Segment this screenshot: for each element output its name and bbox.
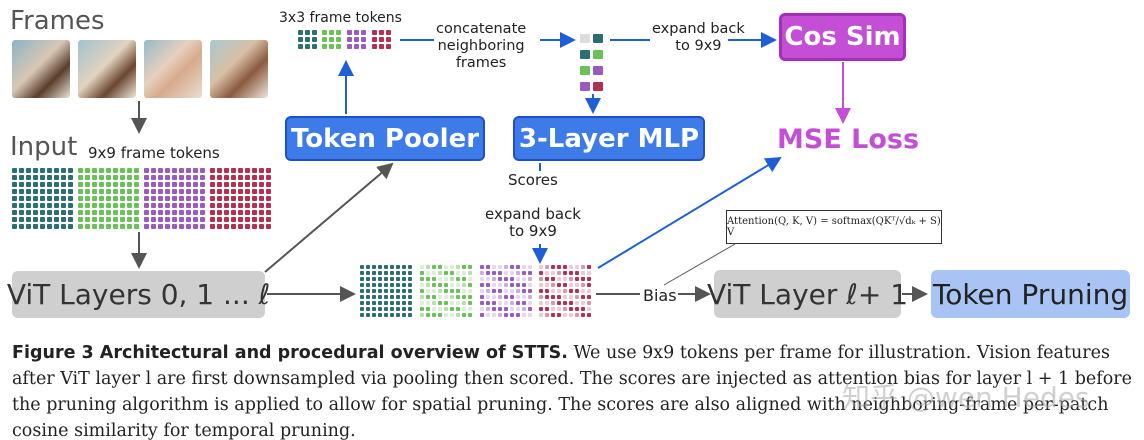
expand-back-top-label: expand back to 9x9	[652, 21, 745, 54]
cos-sim-box: Cos Sim	[779, 13, 906, 61]
frame-thumbnail-2	[78, 40, 136, 98]
arrow-layer	[131, 32, 928, 302]
token-pooler-box: Token Pooler	[285, 116, 485, 161]
pooled-token-grid-purple	[347, 30, 366, 49]
bias-label: Bias	[643, 286, 677, 305]
pooled-token-grid-green	[322, 30, 341, 49]
formula-pointer	[663, 243, 736, 286]
frame-thumbnail-3	[144, 40, 202, 98]
mlp-box: 3-Layer MLP	[513, 116, 705, 161]
pooled-tokens-label: 3x3 frame tokens	[279, 10, 402, 26]
scored-token-grid-purple	[480, 265, 532, 317]
input-token-grid-teal	[12, 168, 73, 229]
scores-label: Scores	[508, 171, 558, 189]
mse-loss-label: MSE Loss	[777, 124, 920, 155]
frames-label: Frames	[10, 6, 105, 36]
arrow-scored-to-mse	[597, 156, 782, 269]
pooled-token-grid-crimson	[372, 30, 391, 49]
frame-thumbnail-4	[210, 40, 268, 98]
scored-token-grid-crimson	[539, 265, 591, 317]
vit-layers-box: ViT Layers 0, 1 ... ℓ	[7, 271, 270, 318]
scored-token-grid-teal	[360, 265, 412, 317]
token-pruning-box: Token Pruning	[931, 270, 1130, 318]
input-token-grid-green	[78, 168, 139, 229]
watermark: 知乎 @wen Hedes	[842, 381, 1090, 414]
input-tokens-label: 9x9 frame tokens	[88, 144, 220, 162]
arrow-vit-to-pooler	[264, 162, 394, 273]
input-label: Input	[10, 132, 78, 162]
frame-thumbnail-1	[12, 40, 70, 98]
concatenate-label: concatenate neighboring frames	[436, 21, 527, 71]
caption-title: Figure 3 Architectural and procedural ov…	[12, 343, 568, 363]
caption-body: We use 9x9 tokens per frame for illustra…	[12, 343, 1132, 440]
vit-layer-next-box: ViT Layer ℓ+ 1	[707, 270, 908, 318]
pooled-token-grid-teal	[298, 30, 317, 49]
expand-back-mid-label: expand back to 9x9	[485, 205, 581, 240]
input-token-grid-purple	[144, 168, 205, 229]
attention-formula: Attention(Q, K, V) = softmax(QKᵀ/√dₖ + S…	[726, 210, 942, 244]
scored-token-grid-green	[420, 265, 472, 317]
input-token-grid-crimson	[210, 168, 271, 229]
concatenated-token-column	[580, 34, 606, 91]
figure-caption: Figure 3 Architectural and procedural ov…	[12, 340, 1132, 440]
